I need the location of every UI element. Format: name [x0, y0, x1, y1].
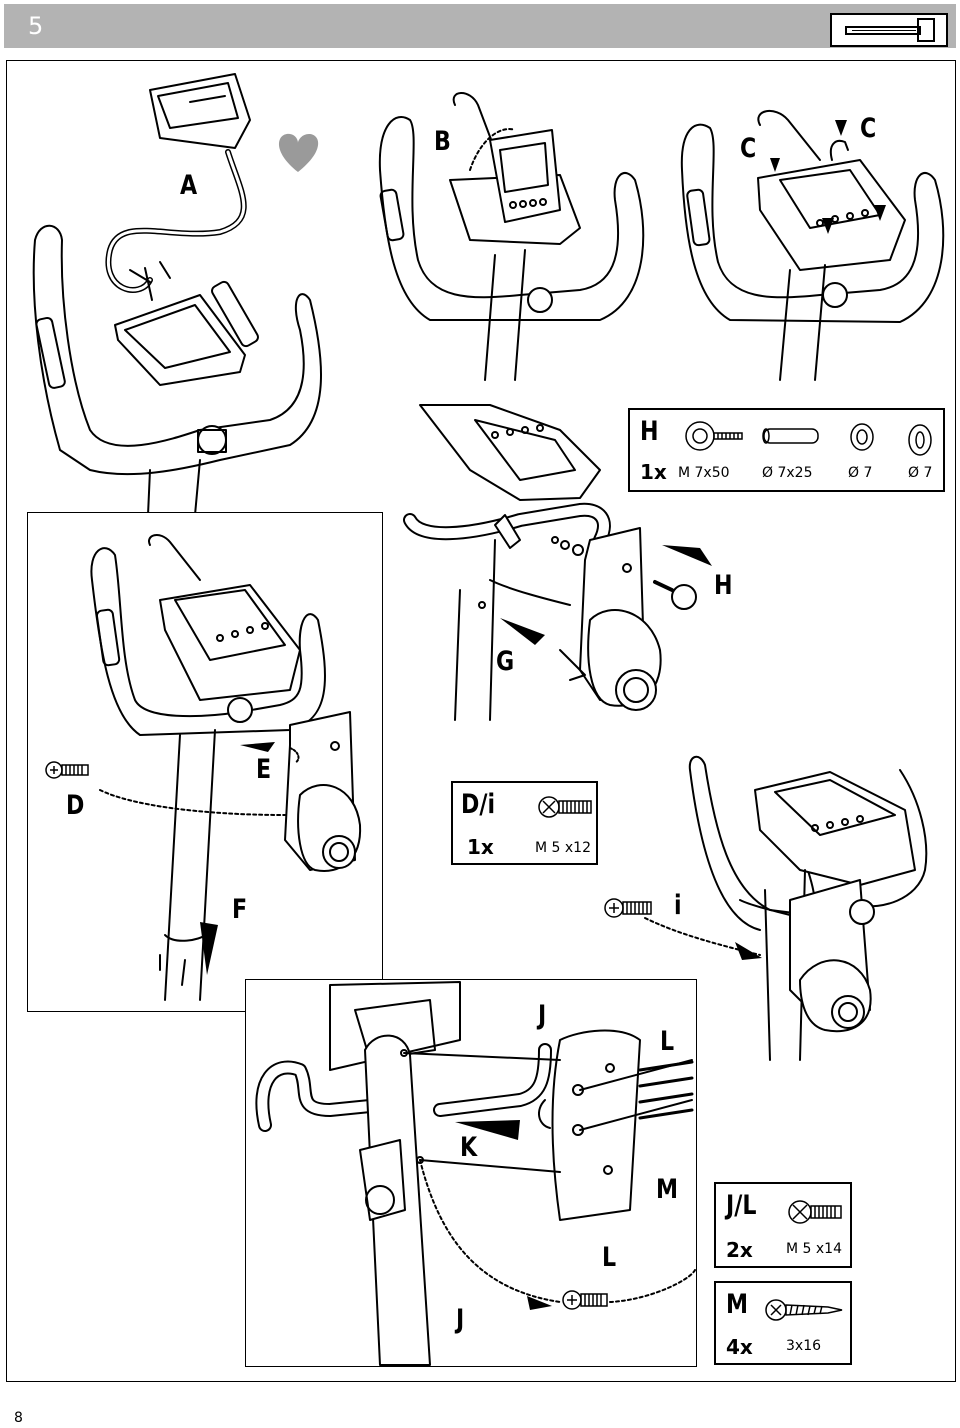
parts-di-letter: D/i — [461, 789, 496, 820]
parts-box-d-i: D/i 1x M 5 x12 — [451, 781, 598, 865]
parts-m-spec: 3x16 — [786, 1338, 822, 1354]
flat-washer-icon — [908, 424, 932, 456]
parts-jl-letter: J/L — [726, 1190, 757, 1221]
curved-washer-icon — [850, 423, 874, 451]
callout-l-bottom: L — [602, 1242, 617, 1273]
callout-k: K — [460, 1132, 478, 1163]
callout-c-left: C — [740, 133, 757, 164]
callout-l-top: L — [660, 1026, 675, 1057]
step-header: 5 — [4, 4, 956, 48]
assembly-diagram-frame — [6, 60, 956, 1382]
callout-j-top: J — [538, 1000, 547, 1031]
callout-f: F — [232, 894, 248, 925]
parts-m-qty: 4x — [726, 1335, 753, 1359]
parts-box-h: H 1x M 7x50 Ø 7x25 Ø 7 Ø 7 — [628, 408, 945, 492]
callout-g: G — [496, 646, 515, 677]
parts-h-spec-curved-washer: Ø 7 — [848, 465, 873, 481]
callout-j-bottom: J — [456, 1304, 465, 1335]
screw-icon — [538, 796, 592, 818]
parts-di-spec: M 5 x12 — [535, 840, 591, 856]
screw-i-icon — [604, 898, 652, 918]
callout-i: i — [674, 890, 682, 921]
parts-jl-qty: 2x — [726, 1238, 753, 1262]
knob-bolt-icon — [685, 421, 743, 451]
sleeve-icon — [762, 428, 819, 444]
parts-h-spec-sleeve: Ø 7x25 — [762, 465, 813, 481]
parts-m-letter: M — [726, 1289, 749, 1320]
callout-m: M — [656, 1174, 679, 1205]
callout-d: D — [66, 790, 85, 821]
parts-box-j-l: J/L 2x M 5 x14 — [714, 1182, 852, 1268]
parts-h-qty: 1x — [640, 460, 667, 484]
page-number: 8 — [14, 1410, 23, 1426]
parts-h-spec-flat-washer: Ø 7 — [908, 465, 933, 481]
allen-key-icon — [830, 13, 948, 47]
screw-j-icon — [562, 1290, 608, 1310]
parts-jl-spec: M 5 x14 — [786, 1241, 842, 1257]
step-number: 5 — [28, 12, 44, 40]
parts-di-qty: 1x — [467, 835, 494, 859]
wood-screw-icon — [765, 1299, 843, 1321]
callout-e: E — [256, 754, 272, 785]
callout-h: H — [714, 570, 733, 601]
callout-c-right: C — [860, 113, 877, 144]
screw-d-icon — [45, 761, 89, 779]
parts-h-spec-bolt: M 7x50 — [678, 465, 730, 481]
screw-icon — [788, 1200, 842, 1224]
callout-a: A — [180, 170, 198, 201]
parts-box-m: M 4x 3x16 — [714, 1281, 852, 1365]
callout-b: B — [434, 126, 451, 157]
parts-h-letter: H — [640, 416, 659, 447]
